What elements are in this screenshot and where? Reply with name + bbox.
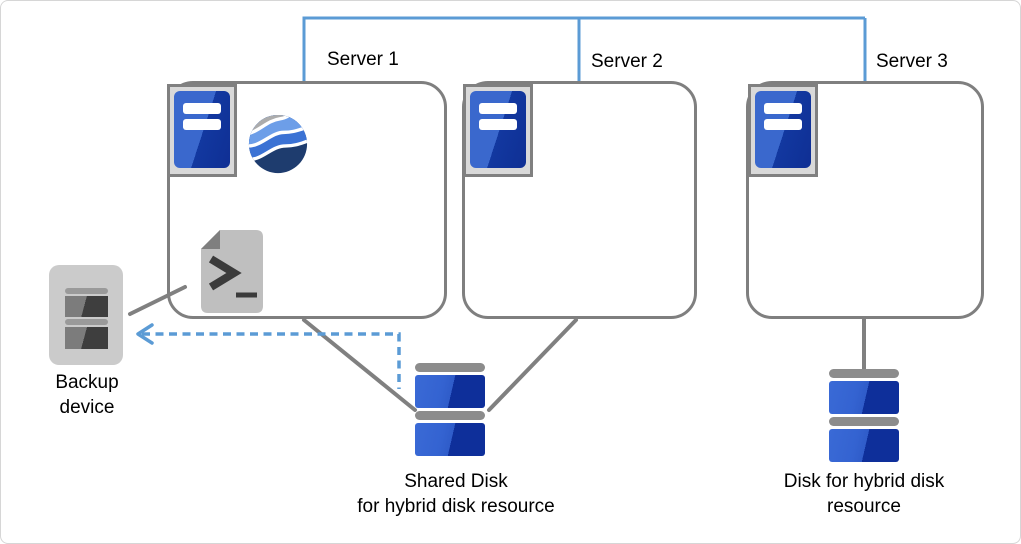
server2-box — [462, 81, 697, 319]
backup-flow-dashed-arrow — [136, 323, 401, 389]
server-slot-bar — [479, 103, 517, 114]
disk-body — [415, 423, 485, 456]
server1-label: Server 1 — [327, 49, 399, 70]
hybrid-disk-resource-icon — [248, 114, 308, 174]
backup-device-icon — [49, 265, 123, 365]
server-tower-body — [755, 91, 811, 168]
prompt-chevron-icon — [208, 255, 242, 291]
server1-to-shared-disk-line — [302, 318, 417, 412]
backup-device-label-line: device — [59, 397, 115, 418]
shared-disk-icon — [415, 363, 485, 459]
backup-device-label: Backup device — [31, 370, 143, 420]
shared-disk-label-line: for hybrid disk resource — [357, 496, 555, 517]
disk-body — [829, 429, 899, 462]
server2-label: Server 2 — [591, 51, 663, 72]
disk-body — [415, 375, 485, 408]
disk-platter-bar — [415, 363, 485, 372]
server3-tower-icon — [748, 84, 818, 177]
server2-tower-icon — [463, 84, 533, 177]
server2-to-shared-disk-line — [487, 318, 578, 412]
server3-label: Server 3 — [876, 51, 948, 72]
tape-drive — [65, 327, 108, 349]
server3-box — [746, 81, 984, 319]
hybrid-disk-label-line: resource — [827, 496, 901, 517]
hybrid-disk-label: Disk for hybrid disk resource — [764, 469, 964, 519]
server-slot-bar — [764, 103, 802, 114]
server-slot-bar — [183, 119, 221, 130]
disk-platter-bar — [829, 417, 899, 426]
server-tower-body — [470, 91, 526, 168]
script-file-icon — [201, 230, 263, 313]
disk-body — [829, 381, 899, 414]
shared-disk-label: Shared Disk for hybrid disk resource — [335, 469, 577, 519]
tape-drive — [65, 296, 108, 317]
server-tower-body — [174, 91, 230, 168]
hybrid-disk-label-line: Disk for hybrid disk — [783, 471, 945, 492]
tape-slot-bar — [65, 319, 108, 325]
arrowhead-left-icon — [136, 323, 154, 345]
shared-disk-label-line: Shared Disk — [404, 471, 508, 492]
backup-device-label-line: Backup — [55, 372, 119, 393]
server-slot-bar — [479, 119, 517, 130]
server-slot-bar — [764, 119, 802, 130]
disk-platter-bar — [829, 369, 899, 378]
server1-tower-icon — [167, 84, 237, 177]
tape-slot-bar — [65, 288, 108, 294]
hybrid-disk-icon — [829, 369, 899, 465]
disk-platter-bar — [415, 411, 485, 420]
server-slot-bar — [183, 103, 221, 114]
